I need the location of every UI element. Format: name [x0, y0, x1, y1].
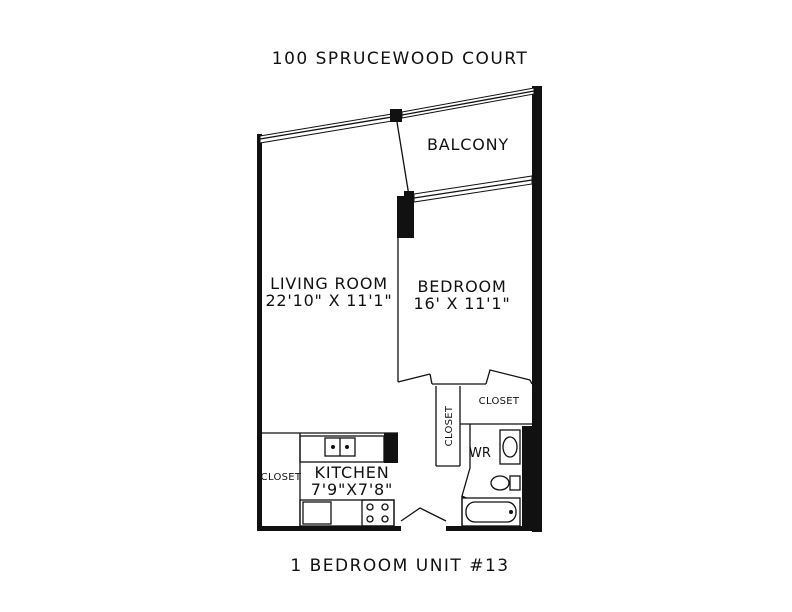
bedroom-label: BEDROOM	[417, 277, 506, 296]
stove-burner-2	[381, 503, 389, 511]
unit-subtitle: 1 BEDROOM UNIT #13	[290, 556, 509, 576]
sink-drain-left	[331, 445, 335, 449]
stove	[361, 499, 395, 527]
bottom-wall-left	[257, 526, 401, 531]
bedroom-window-pane	[413, 179, 533, 199]
balcony-label: BALCONY	[427, 135, 509, 154]
bedroom-door-left-jamb	[429, 373, 433, 385]
bathtub	[461, 497, 521, 527]
kitchen-wall-pier	[384, 433, 398, 463]
bathtub-drain	[509, 510, 513, 514]
closet-door-right-edge	[529, 379, 533, 385]
kitchen-label: KITCHEN	[315, 463, 390, 482]
bedroom-door-left	[397, 373, 431, 383]
exterior-walls	[257, 86, 542, 532]
right-wall	[532, 86, 542, 532]
toilet	[490, 475, 510, 491]
stove-burner-4	[381, 515, 389, 523]
bedroom-wall-pier	[397, 196, 414, 238]
bottom-wall-right	[446, 526, 542, 531]
living-window-pane	[259, 116, 393, 140]
hall-closet-label: CLOSET	[444, 405, 455, 446]
kitchen-closet-label: CLOSET	[261, 472, 302, 483]
sink-drain-right	[345, 445, 349, 449]
balcony-rail-line	[401, 90, 535, 116]
bedroom-size: 16' X 11'1"	[414, 294, 511, 313]
toilet-tank	[509, 475, 521, 491]
closet-door-right	[485, 369, 531, 385]
fixtures	[299, 429, 521, 527]
vanity	[499, 429, 521, 465]
plumbing-chase	[522, 426, 532, 530]
washroom-door	[461, 467, 471, 499]
stove-burner-3	[366, 515, 374, 523]
living-room-label: LIVING ROOM	[270, 274, 388, 293]
bedroom-closet-label: CLOSET	[479, 396, 520, 407]
washroom-label: WR	[469, 446, 491, 461]
divider-post	[404, 191, 414, 200]
windows	[259, 87, 535, 203]
plan-title: 100 SPRUCEWOOD COURT	[272, 49, 528, 69]
bathtub-basin	[465, 501, 517, 523]
living-room-size: 22'10" X 11'1"	[265, 291, 392, 310]
corner-column	[390, 109, 402, 122]
balcony-divider	[396, 121, 410, 197]
entry-door	[400, 507, 447, 522]
washroom-sink	[502, 436, 518, 458]
stove-burner-1	[366, 503, 374, 511]
left-wall	[257, 134, 262, 530]
kitchen-counter	[299, 435, 385, 463]
kitchen-size: 7'9"X7'8"	[311, 480, 393, 499]
dishwasher	[302, 501, 332, 525]
lower-counter	[299, 499, 395, 527]
